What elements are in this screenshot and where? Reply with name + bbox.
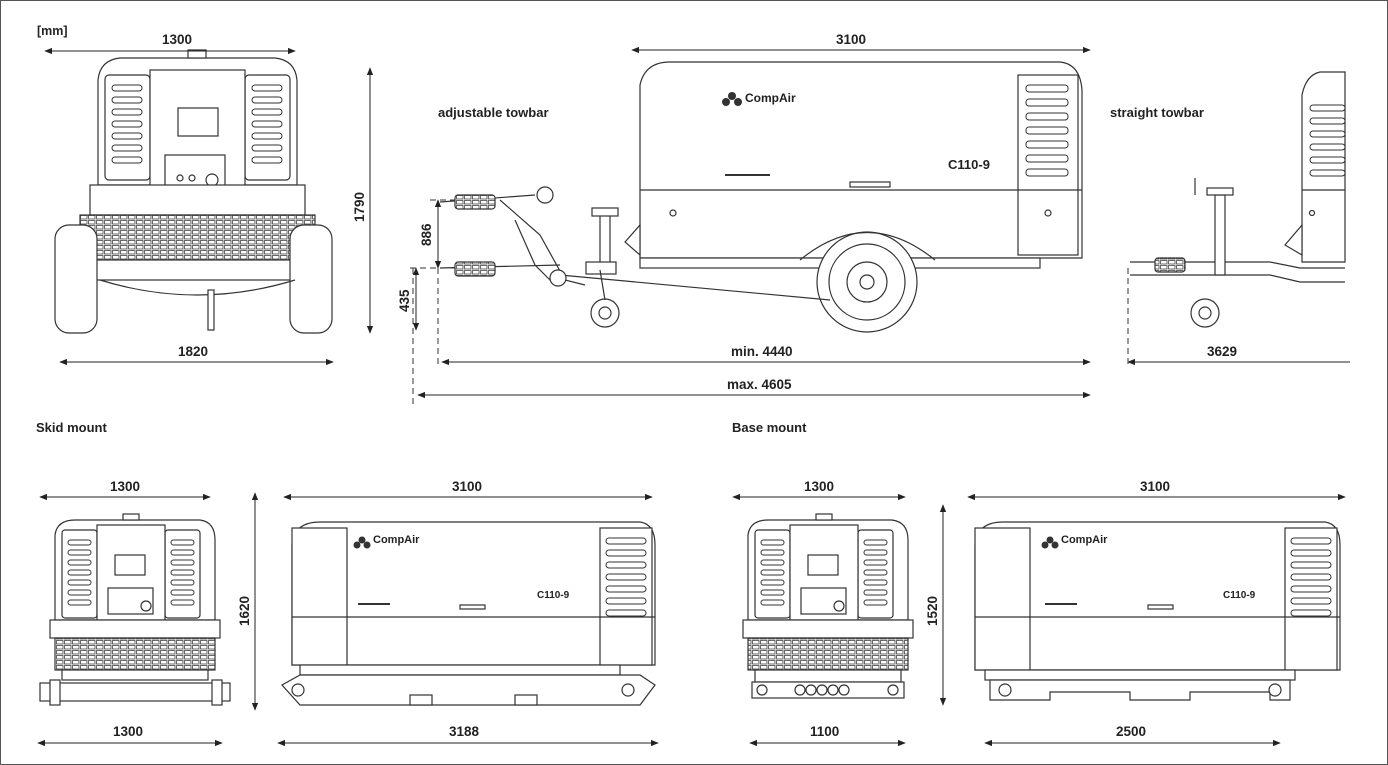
base-mount-front-view	[742, 513, 914, 699]
dim-towbar-lower-height: 435	[397, 289, 412, 312]
compair-logo-skid	[353, 536, 371, 549]
skid-mount-side-view	[281, 521, 656, 706]
dim-base-height: 1520	[925, 595, 940, 626]
dim-trailer-height: 1790	[352, 191, 367, 222]
dim-skid-front-width-top: 1300	[110, 479, 141, 494]
dim-trailer-body-length: 3100	[836, 32, 867, 47]
skid-mount-front-view	[39, 513, 231, 706]
section-base-mount: Base mount	[732, 420, 807, 435]
brand-label-trailer: CompAir	[745, 91, 796, 105]
section-adjustable-towbar: adjustable towbar	[438, 105, 549, 120]
dim-skid-frame-length: 3188	[449, 724, 480, 739]
section-skid-mount: Skid mount	[36, 420, 107, 435]
dim-base-front-width-bottom: 1100	[810, 724, 840, 739]
model-label-skid: C110-9	[537, 590, 570, 601]
dim-skid-front-width-bottom: 1300	[113, 724, 144, 739]
dim-base-front-width-top: 1300	[804, 479, 835, 494]
dim-base-body-length: 3100	[1140, 479, 1171, 494]
dim-trailer-length-min: min. 4440	[731, 344, 793, 359]
brand-label-skid: CompAir	[373, 534, 420, 546]
brand-label-base: CompAir	[1061, 534, 1108, 546]
model-label-base: C110-9	[1223, 590, 1256, 601]
dim-trailer-front-width-top: 1300	[162, 32, 193, 47]
trailer-side-view-straight	[1130, 71, 1346, 328]
compair-logo-trailer	[722, 92, 742, 106]
dim-trailer-length-max: max. 4605	[727, 377, 792, 392]
base-mount-side-view	[974, 521, 1341, 701]
trailer-front-view	[54, 49, 333, 334]
dim-trailer-front-width-bottom: 1820	[178, 344, 209, 359]
dim-skid-height: 1620	[237, 595, 252, 626]
section-straight-towbar: straight towbar	[1110, 105, 1204, 120]
dimension-lines	[37, 46, 1350, 747]
trailer-side-view-adjustable	[439, 61, 1083, 333]
dim-straight-towbar-length: 3629	[1207, 344, 1238, 359]
dim-skid-body-length: 3100	[452, 479, 483, 494]
dim-base-frame-length: 2500	[1116, 724, 1147, 739]
extension-lines	[410, 199, 1129, 405]
compair-logo-base	[1041, 536, 1059, 549]
model-label-trailer: C110-9	[948, 157, 990, 172]
dim-towbar-upper-height: 886	[419, 223, 434, 246]
units-label: [mm]	[37, 24, 68, 38]
